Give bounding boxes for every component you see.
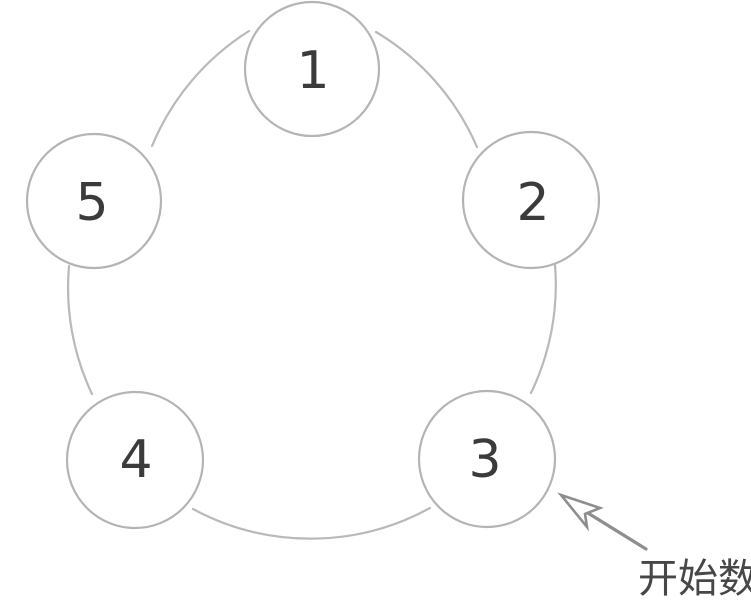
node-4-circle[interactable] xyxy=(65,390,205,530)
node-2[interactable]: 2 xyxy=(461,130,601,270)
start-count-annotation-label: 开始数 xyxy=(638,556,751,602)
arrow-shaft-line xyxy=(581,508,648,551)
node-3[interactable]: 3 xyxy=(417,389,557,529)
node-5-circle[interactable] xyxy=(25,132,163,270)
node-4-label: 4 xyxy=(119,430,152,490)
node-3-label: 3 xyxy=(468,430,501,490)
start-pointer-arrow xyxy=(557,492,648,551)
node-5[interactable]: 5 xyxy=(25,132,163,270)
edge-4-to-5 xyxy=(66,264,94,396)
node-group: 1 2 3 4 5 xyxy=(25,0,601,530)
node-4[interactable]: 4 xyxy=(65,390,205,530)
node-1-label: 1 xyxy=(296,41,329,101)
arrow-head-icon xyxy=(557,492,604,532)
edge-2-to-3 xyxy=(529,263,557,395)
node-3-circle[interactable] xyxy=(417,389,557,529)
edge-3-to-4 xyxy=(191,506,432,540)
node-5-label: 5 xyxy=(75,173,108,233)
edge-5-to-1 xyxy=(150,29,251,148)
node-1[interactable]: 1 xyxy=(243,0,381,138)
node-1-circle[interactable] xyxy=(243,0,381,138)
node-2-label: 2 xyxy=(516,173,549,233)
edge-group xyxy=(66,29,557,540)
node-2-circle[interactable] xyxy=(461,130,601,270)
edge-1-to-2 xyxy=(374,30,479,149)
